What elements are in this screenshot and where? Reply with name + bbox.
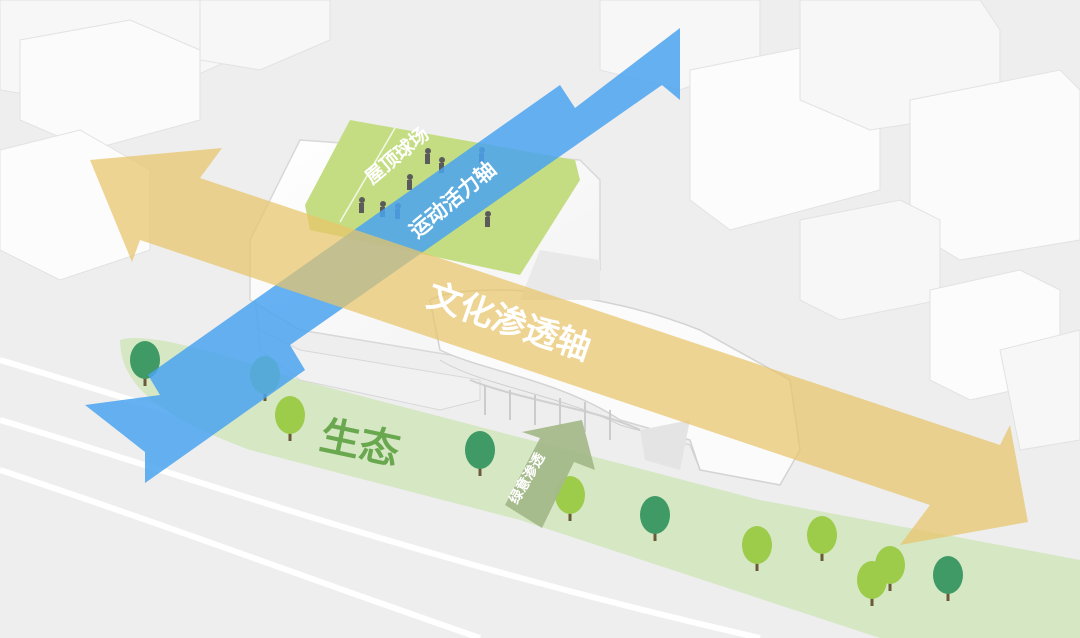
tree-icon — [742, 526, 772, 571]
context-buildings — [0, 0, 1080, 451]
tree-icon — [875, 546, 905, 591]
tree-icon — [465, 431, 495, 476]
tree-icon — [933, 556, 963, 601]
tree-icon — [275, 396, 305, 441]
double-arrow-icon — [90, 148, 1028, 545]
arrow-up-icon — [505, 420, 595, 528]
person-icon — [407, 174, 413, 190]
person-icon — [485, 211, 491, 227]
culture-axis-arrow — [90, 148, 1028, 545]
trees — [130, 341, 963, 606]
person-icon — [425, 148, 431, 164]
tree-icon — [130, 341, 160, 386]
person-icon — [359, 197, 365, 213]
tree-icon — [807, 516, 837, 561]
park-strip — [120, 338, 1080, 638]
person-icon — [439, 157, 445, 173]
tree-icon — [640, 496, 670, 541]
